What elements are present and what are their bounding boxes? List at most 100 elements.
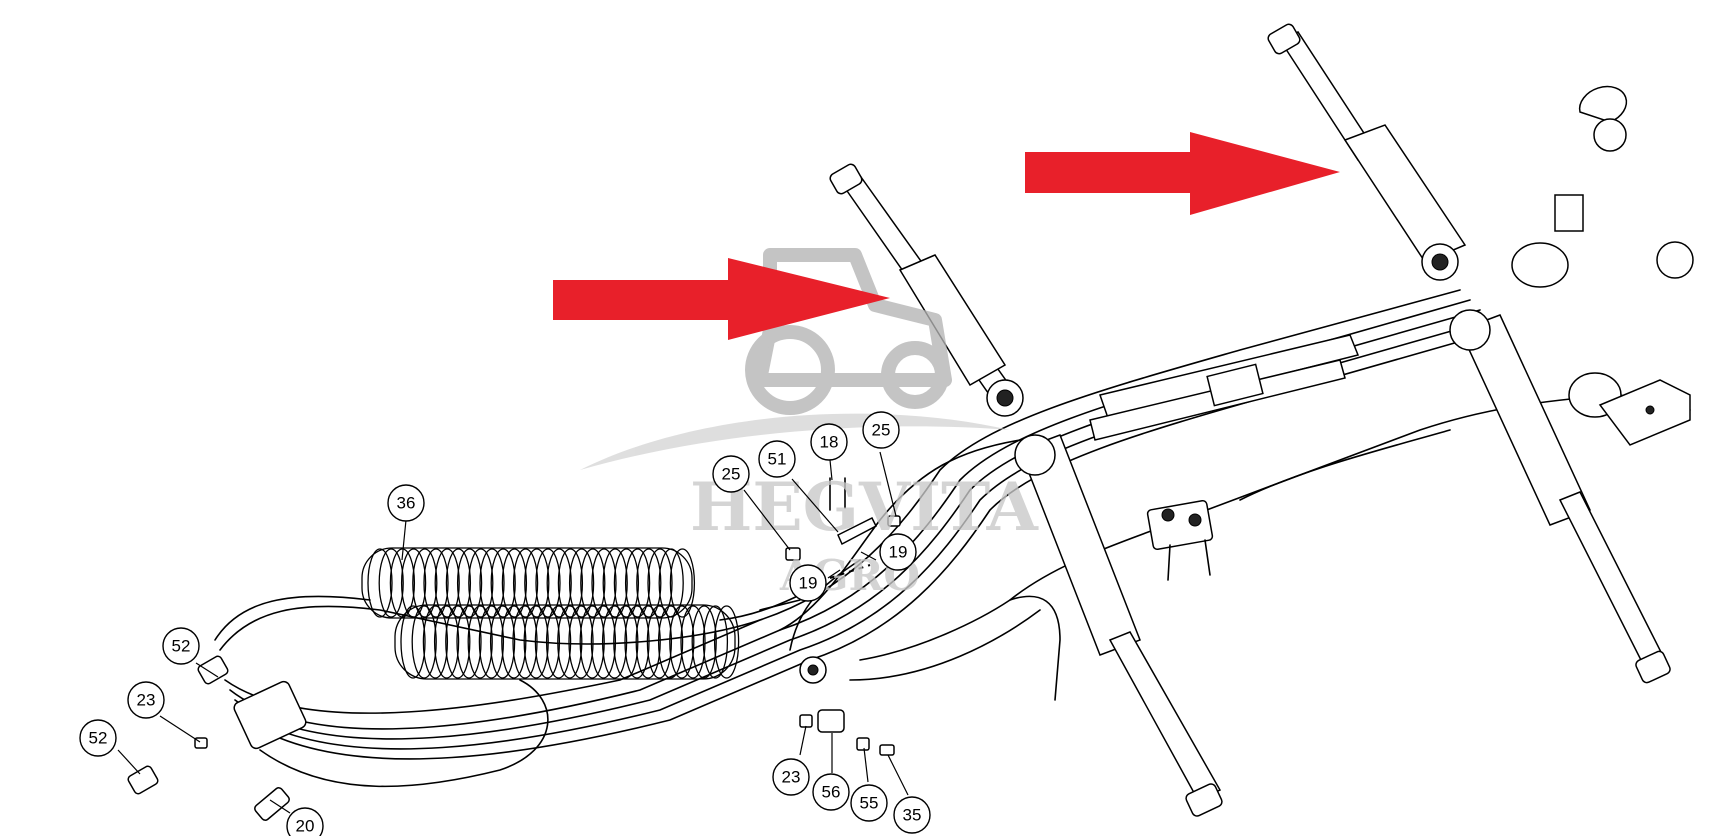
coil-ring — [490, 548, 516, 618]
callouts: 36 52 23 52 20 25 51 18 — [79, 411, 931, 836]
right-upper-hydraulic-cylinder — [1267, 23, 1467, 281]
callout-25: 25 — [712, 455, 750, 493]
callout-23: 23 — [772, 758, 810, 796]
control-valve-block — [1146, 499, 1214, 581]
callout-52: 52 — [79, 719, 117, 757]
coil-ring — [646, 605, 673, 679]
callout-56: 56 — [812, 773, 850, 811]
coil-ring — [691, 605, 717, 679]
coil-ring — [635, 605, 661, 679]
coiled-hose-upper — [361, 547, 696, 619]
coil-ring — [624, 605, 650, 679]
coil-ring — [456, 548, 483, 618]
coil-ring — [602, 548, 628, 618]
coil-ring — [557, 548, 584, 618]
coil-ring — [445, 548, 472, 618]
watermark-swoosh — [580, 413, 1010, 470]
coil-ring — [658, 548, 684, 618]
center-hydraulic-cylinder — [1014, 434, 1223, 817]
svg-text:52: 52 — [89, 729, 108, 748]
coil-ring — [411, 605, 437, 679]
coil-ring — [713, 605, 740, 679]
highlight-arrow-right — [1025, 132, 1340, 215]
coil-ring — [669, 548, 696, 618]
coil-ring — [523, 605, 549, 679]
coil-ring — [636, 548, 662, 618]
coil-ring — [501, 605, 527, 679]
callout-19: 19 — [879, 533, 917, 571]
coil-ring — [524, 548, 550, 618]
callout-51: 51 — [758, 440, 796, 478]
coil-ring — [445, 605, 471, 679]
highlight-arrow-left — [553, 258, 890, 340]
right-bracket-plate — [1598, 379, 1691, 446]
coil-ring — [624, 548, 651, 618]
coil-ring — [534, 605, 561, 679]
callout-19: 19 — [789, 564, 827, 602]
svg-text:20: 20 — [296, 817, 315, 836]
coil-ring — [601, 605, 628, 679]
coil-ring — [546, 548, 572, 618]
coil-ring — [489, 605, 516, 679]
coil-ring — [468, 548, 494, 618]
coil-ring — [467, 605, 493, 679]
coupler-fittings-left — [127, 655, 307, 821]
svg-text:25: 25 — [872, 421, 891, 440]
svg-text:52: 52 — [172, 637, 191, 656]
coil-ring — [657, 605, 684, 679]
coil-ring — [501, 548, 528, 618]
coil-ring — [478, 605, 505, 679]
coiled-hose-lower — [394, 604, 740, 680]
coil-ring — [456, 605, 482, 679]
coil-ring — [512, 548, 539, 618]
center-tee-fitting — [799, 656, 845, 733]
coil-ring — [613, 548, 640, 618]
callout-35: 35 — [893, 796, 931, 834]
coil-ring — [535, 548, 561, 618]
coil-ring — [591, 548, 617, 618]
svg-text:23: 23 — [137, 691, 156, 710]
coil-ring — [702, 605, 729, 679]
coil-ring — [378, 548, 404, 618]
coil-ring — [613, 605, 639, 679]
svg-text:18: 18 — [820, 433, 839, 452]
coil-ring — [647, 548, 673, 618]
coil-ring — [680, 605, 706, 679]
callout-36: 36 — [387, 484, 425, 522]
coil-ring — [423, 548, 449, 618]
main-frame-beam — [1089, 334, 1360, 441]
coil-ring — [512, 605, 538, 679]
tractor-logo-icon — [753, 248, 952, 387]
coil-ring — [412, 548, 438, 618]
coil-ring — [400, 548, 427, 618]
svg-text:19: 19 — [889, 543, 908, 562]
svg-text:56: 56 — [822, 783, 841, 802]
coil-ring — [669, 605, 695, 679]
svg-text:51: 51 — [768, 450, 787, 469]
callout-lead-lines — [117, 451, 909, 814]
accumulator-spheres — [1511, 85, 1694, 418]
coil-ring — [557, 605, 583, 679]
coil-ring — [367, 548, 393, 618]
coil-ring — [568, 548, 595, 618]
callout-52: 52 — [162, 627, 200, 665]
callout-18: 18 — [810, 423, 848, 461]
coil-ring — [590, 605, 617, 679]
svg-text:23: 23 — [782, 768, 801, 787]
coil-ring — [580, 548, 606, 618]
svg-text:35: 35 — [903, 806, 922, 825]
left-hydraulic-cylinder — [829, 163, 1024, 417]
coil-ring — [400, 605, 426, 679]
coil-ring — [568, 605, 594, 679]
svg-text:55: 55 — [860, 794, 879, 813]
coil-ring — [433, 605, 460, 679]
coil-ring — [422, 605, 449, 679]
svg-text:36: 36 — [397, 494, 416, 513]
coil-ring — [434, 548, 460, 618]
svg-text:19: 19 — [799, 574, 818, 593]
right-lower-hydraulic-cylinder — [1449, 309, 1671, 684]
coil-ring — [479, 548, 505, 618]
callout-20: 20 — [286, 807, 324, 836]
callout-55: 55 — [850, 784, 888, 822]
